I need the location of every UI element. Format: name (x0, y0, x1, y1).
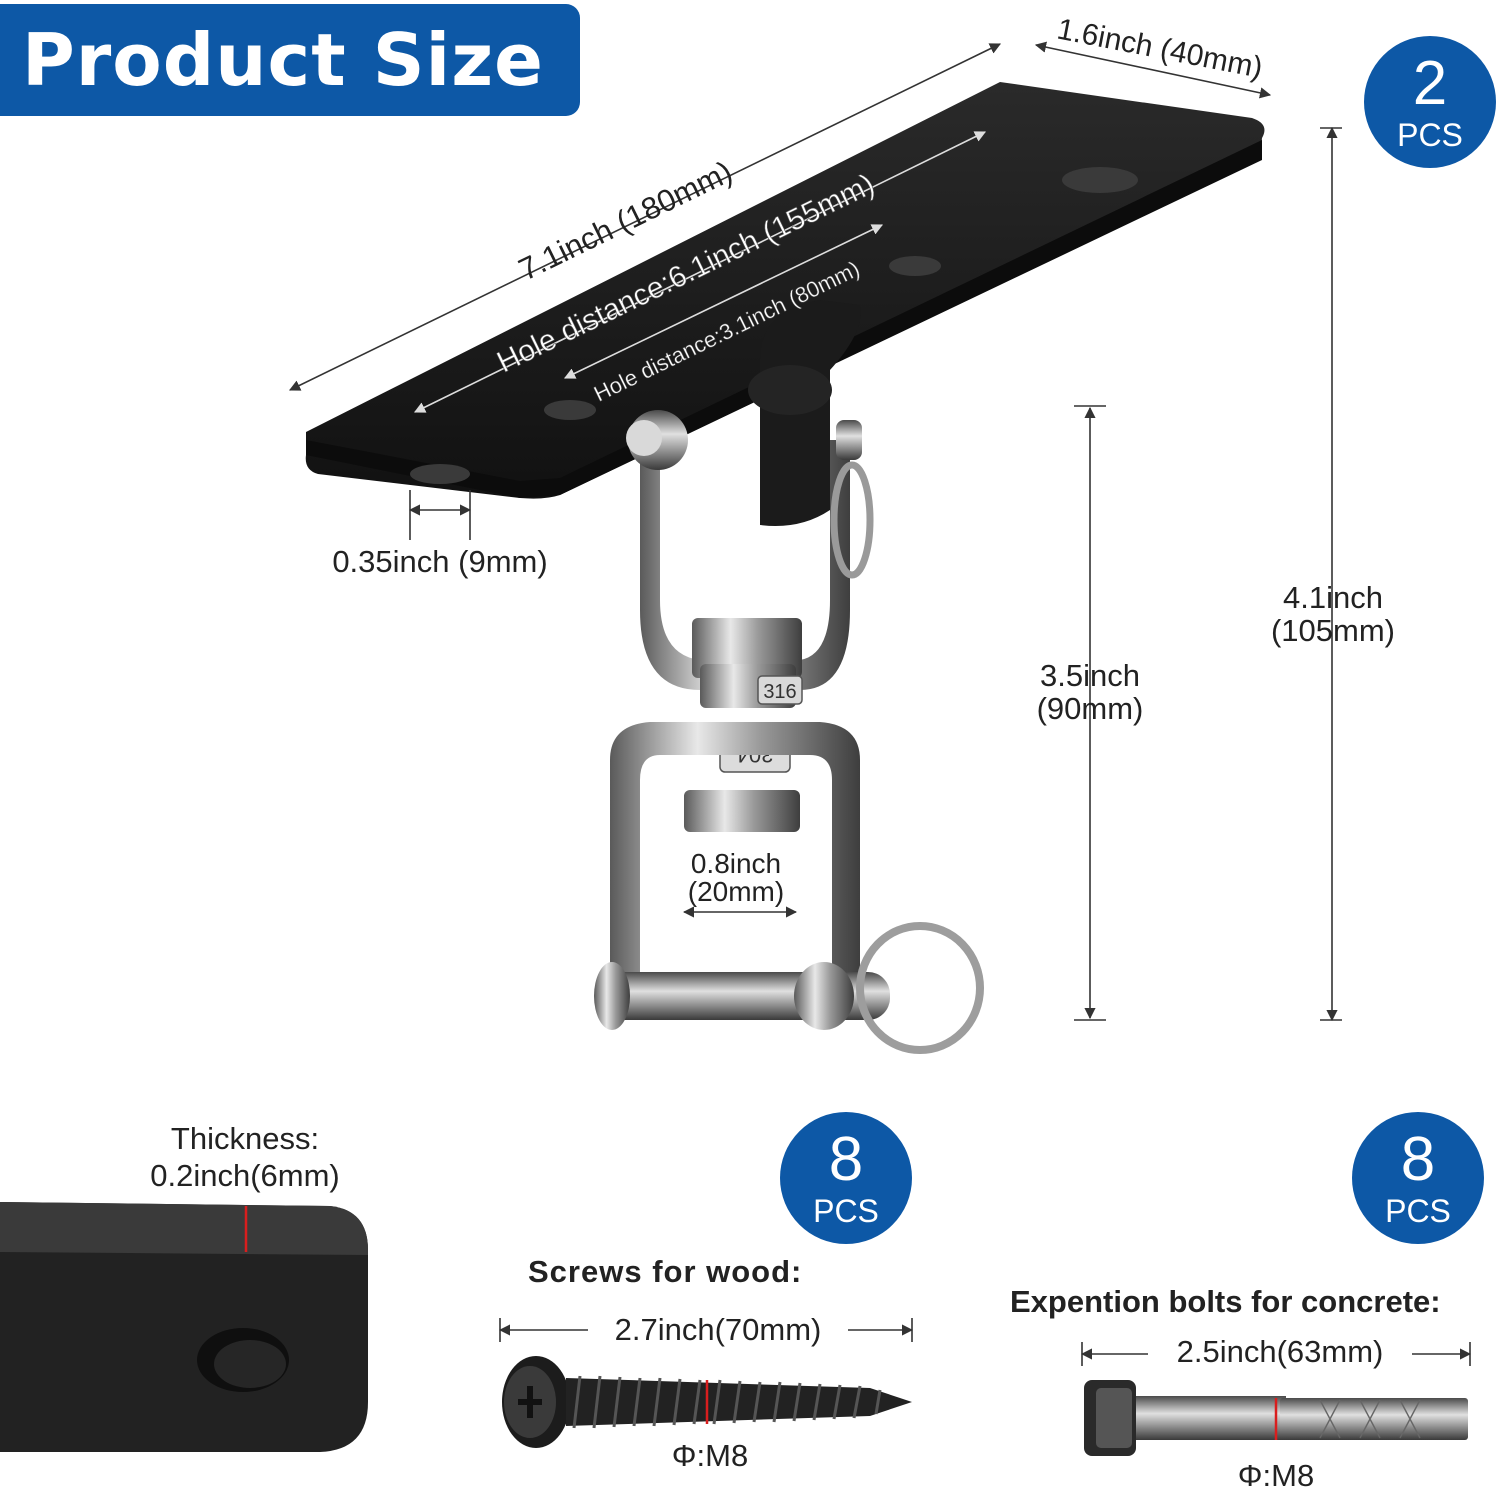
lower-shackle (594, 722, 984, 1054)
shackle-width-mm: (20mm) (687, 876, 785, 907)
mounting-hole (544, 400, 596, 420)
thickness-caption: Thickness: (170, 1121, 320, 1156)
screw-length-label: 2.7inch(70mm) (614, 1312, 822, 1347)
screw-heading: Screws for wood: (528, 1254, 803, 1289)
total-height-label: 4.1inch (105mm) (1250, 580, 1416, 648)
hole-diameter-label: 0.35inch (9mm) (332, 544, 548, 579)
wood-screw (498, 1318, 914, 1448)
quantity-badge-main: 2 PCS (1364, 36, 1496, 168)
swivel-height-mm: (90mm) (1036, 690, 1144, 726)
thickness-detail-plate (0, 1202, 368, 1452)
quantity-badge-screws: 8 PCS (780, 1112, 912, 1244)
badge-count: 2 (1412, 49, 1448, 118)
bolt-diameter-label: Φ:M8 (1237, 1458, 1315, 1493)
mounting-hole (889, 256, 941, 276)
shackle-width-inch: 0.8inch (690, 848, 782, 879)
bolt-heading: Expention bolts for concrete: (1010, 1284, 1441, 1319)
thickness-value: 0.2inch(6mm) (150, 1158, 340, 1194)
shackle-width-label: 0.8inch (20mm) (666, 850, 806, 906)
total-height-mm: (105mm) (1270, 612, 1395, 648)
swivel-height-inch: 3.5inch (1040, 658, 1140, 693)
bolt-length-label: 2.5inch(63mm) (1176, 1334, 1384, 1369)
badge-count: 8 (828, 1125, 864, 1194)
swivel-height-label: 3.5inch (90mm) (1010, 658, 1170, 726)
material-stamp: 316 (763, 681, 796, 703)
thickness-label: Thickness: 0.2inch(6mm) (120, 1120, 370, 1194)
screw-diameter-label: Φ:M8 (671, 1438, 749, 1473)
badge-unit: PCS (1397, 117, 1463, 153)
badge-unit: PCS (1385, 1193, 1451, 1229)
expansion-bolt (1080, 1342, 1472, 1456)
plate-dimension-lines (413, 131, 987, 413)
plate-width-label: 1.6inch (40mm) (1054, 13, 1265, 85)
quantity-badge-bolts: 8 PCS (1352, 1112, 1484, 1244)
total-height-inch: 4.1inch (1283, 580, 1383, 615)
badge-count: 8 (1400, 1125, 1436, 1194)
mounting-hole (1062, 167, 1138, 193)
upper-shackle (626, 410, 874, 690)
badge-unit: PCS (813, 1193, 879, 1229)
mounting-hole (410, 464, 470, 484)
